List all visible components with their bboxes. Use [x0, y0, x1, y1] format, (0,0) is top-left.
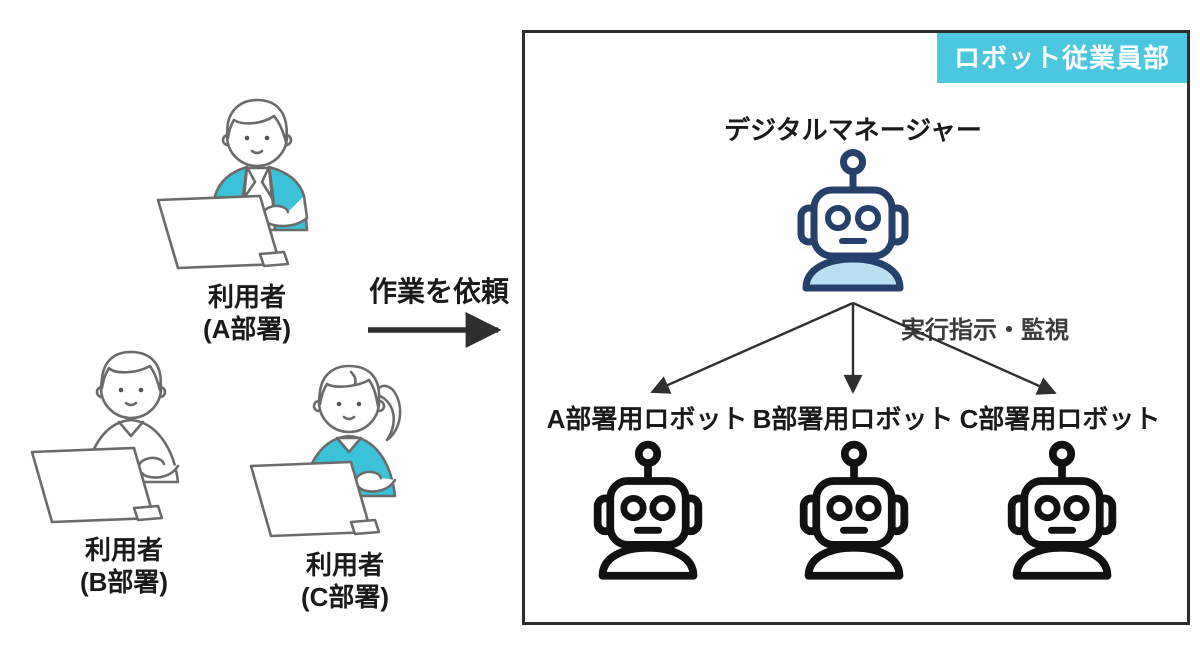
user-a-label-line2: (A部署): [202, 314, 292, 344]
worker-robot-b-icon: [799, 440, 909, 580]
robot-b-label: B部署用ロボット: [752, 404, 954, 434]
user-b-person-at-laptop-icon: [30, 350, 180, 524]
manager-robot-icon: [797, 149, 909, 292]
user-c-person-at-laptop-icon: [249, 364, 402, 538]
worker-robot-a-icon: [593, 440, 703, 580]
worker-robot-c-icon: [1007, 440, 1117, 580]
user-b-label-line1: 利用者: [84, 535, 163, 565]
user-a-label: 利用者 (A部署): [155, 281, 339, 345]
user-a-label-line1: 利用者: [207, 282, 286, 312]
digital-manager-label: デジタルマネージャー: [724, 115, 982, 145]
user-a-person-at-laptop-icon: [156, 98, 309, 270]
department-badge: ロボット従業員部: [936, 33, 1187, 83]
user-c-label: 利用者 (C部署): [253, 549, 437, 613]
user-c-label-line1: 利用者: [305, 550, 384, 580]
robot-c-label: C部署用ロボット: [959, 404, 1161, 434]
user-c-label-line2: (C部署): [300, 582, 390, 612]
request-work-label: 作業を依頼: [368, 276, 509, 307]
user-b-label-line2: (B部署): [79, 567, 169, 597]
instruction-monitoring-label: 実行指示・監視: [901, 317, 1069, 344]
user-b-label: 利用者 (B部署): [32, 534, 216, 598]
robot-a-label: A部署用ロボット: [546, 404, 748, 434]
